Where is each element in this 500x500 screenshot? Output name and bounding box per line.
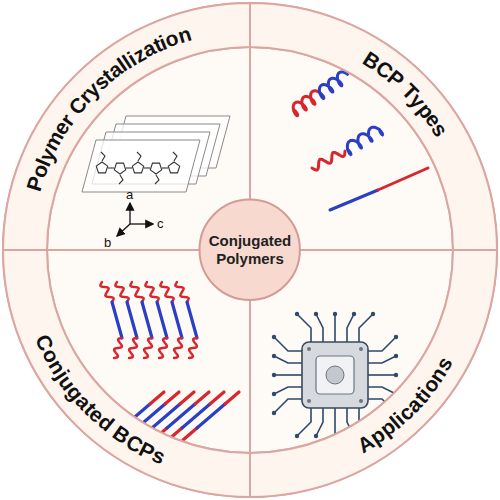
axis-label: b xyxy=(104,236,111,249)
ring-letter: t xyxy=(98,65,117,86)
ring-letter: c xyxy=(394,401,417,424)
ring-letter: T xyxy=(398,80,422,104)
ring-letter xyxy=(61,105,81,122)
ring-letter: a xyxy=(402,393,425,416)
ring-letter: p xyxy=(366,423,388,448)
ring-letter: y xyxy=(34,144,58,164)
ring-letter: o xyxy=(27,161,51,180)
segment-shape xyxy=(3,250,250,497)
ring-letter: y xyxy=(81,78,104,101)
ring-letter: B xyxy=(110,422,134,448)
ring-letter: i xyxy=(156,32,169,54)
ring-letter: s xyxy=(149,444,168,468)
ring-letter: n xyxy=(45,356,70,378)
center-label: Conjugated Polymers xyxy=(208,232,292,268)
crystal-planes xyxy=(82,116,230,192)
ring-letter: t xyxy=(150,34,165,56)
axis-arrows xyxy=(117,203,153,236)
ring-letter: a xyxy=(72,390,95,413)
center-circle: Conjugated Polymers xyxy=(198,198,301,301)
ring-letter: l xyxy=(32,155,54,169)
ring-letter: e xyxy=(49,117,73,138)
segment-shape xyxy=(250,250,497,497)
ring-letter: r xyxy=(75,87,96,107)
ring-letter: s xyxy=(432,354,456,375)
ring-letter: d xyxy=(94,411,117,435)
segment-shape xyxy=(3,3,250,250)
ring-letter: z xyxy=(129,42,148,65)
ring-letter: C xyxy=(123,430,147,456)
ring-letter: C xyxy=(65,93,91,118)
ring-letter: e xyxy=(422,109,446,131)
ring-letter: a xyxy=(104,58,126,82)
ring-letter xyxy=(394,76,413,95)
segment-shape xyxy=(250,3,497,250)
ring-letter: l xyxy=(386,412,404,432)
ring-letter: p xyxy=(376,416,399,440)
ring-letter: n xyxy=(175,23,193,47)
ring-letter: s xyxy=(428,119,452,140)
ring-letter: g xyxy=(63,381,87,404)
ring-letter: B xyxy=(360,48,384,74)
axis-label: c xyxy=(157,217,164,230)
ring-letter: p xyxy=(414,98,438,121)
ring-letter: m xyxy=(40,127,67,154)
polythiophene-chain xyxy=(96,152,179,184)
ring-letter: C xyxy=(372,57,397,83)
ring-letter: C xyxy=(32,331,57,353)
ring-letter: P xyxy=(136,438,158,463)
ring-letter: i xyxy=(390,409,408,429)
ring-letter: A xyxy=(354,430,378,456)
ring-letter: o xyxy=(162,27,181,51)
ring-letter: l xyxy=(114,54,131,75)
bcp-assemblies xyxy=(100,282,239,440)
ring-letter: P xyxy=(384,66,408,91)
ring-letter: i xyxy=(414,383,434,401)
outer-disk xyxy=(3,3,497,497)
bcp-chains xyxy=(293,72,428,210)
ring-letter: n xyxy=(425,363,450,385)
ring-letter: l xyxy=(119,51,135,72)
ring-letter: u xyxy=(56,371,81,394)
ring-letter: e xyxy=(85,403,108,426)
ring-letter: P xyxy=(23,174,47,194)
ring-letter: s xyxy=(89,70,112,93)
ring-letter: i xyxy=(124,48,140,69)
ring-letter: r xyxy=(56,110,78,129)
ring-letter: j xyxy=(52,366,73,382)
chip-pins xyxy=(272,312,398,438)
ring-letter: o xyxy=(418,373,442,396)
ring-letter: t xyxy=(80,398,100,418)
ring-letter: y xyxy=(407,89,430,112)
chip-icon xyxy=(302,342,368,408)
ring-letter: t xyxy=(410,388,430,407)
ring-letter: a xyxy=(139,37,159,61)
ring-letter xyxy=(105,419,122,439)
axis-label: a xyxy=(126,188,133,201)
ring-letter: o xyxy=(39,345,64,366)
